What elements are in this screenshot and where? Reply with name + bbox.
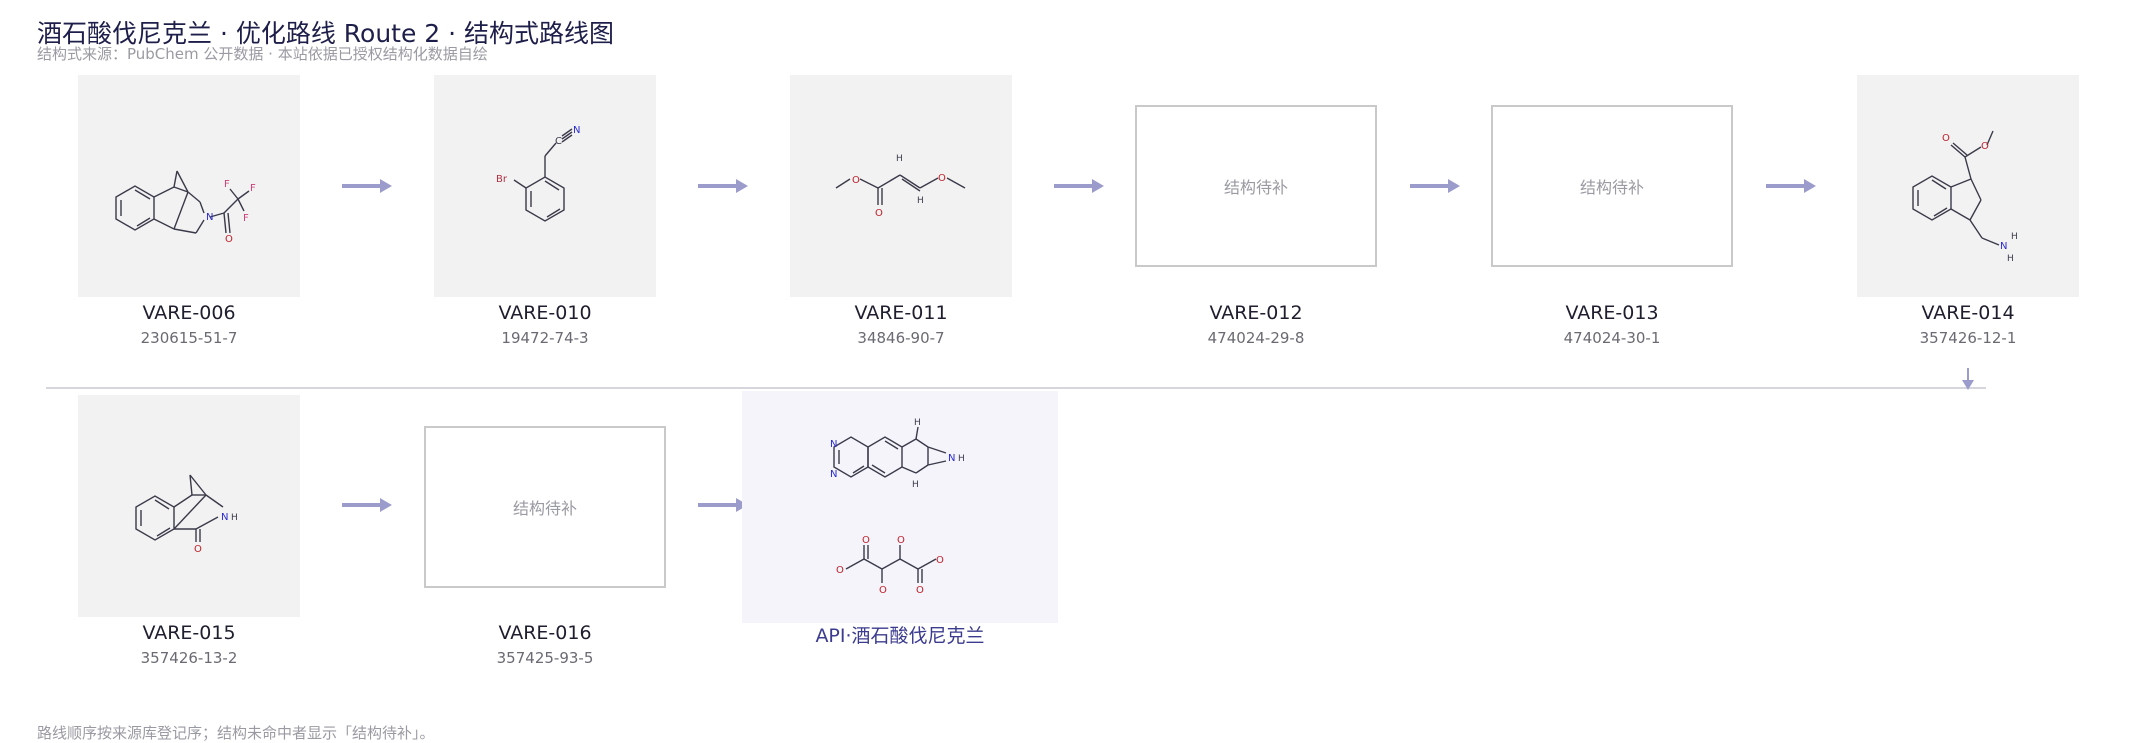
hydrogen-atom-label: H [917, 196, 924, 206]
oxygen-atom-label: O [916, 585, 924, 596]
oxygen-atom-label: O [879, 585, 887, 596]
compound-code: VARE-010 [395, 302, 695, 324]
compound-code: VARE-006 [39, 302, 339, 324]
down-arrow-icon [1960, 368, 1976, 392]
oxygen-atom-label: O [852, 175, 860, 186]
hydrogen-atom-label: H [231, 513, 238, 523]
compound-code: VARE-012 [1106, 302, 1406, 324]
structure-tile: O O H H O [790, 75, 1012, 297]
pending-label: 结构待补 [426, 428, 664, 586]
oxygen-atom-label: O [875, 208, 883, 219]
fluorine-atom-label: F [224, 179, 230, 190]
oxygen-atom-label: O [938, 173, 946, 184]
structure-pending-placeholder[interactable]: 结构待补 [1491, 105, 1733, 267]
bromophenylacetonitrile-structure-icon: Br C N [434, 75, 656, 297]
benzazepine-trifluoroacetyl-structure-icon: N O F F F [78, 75, 300, 297]
structure-tile: N O F F F [78, 75, 300, 297]
compound-card-vare-011[interactable]: O O H H O [790, 75, 1012, 297]
nitrogen-atom-label: N [206, 212, 213, 223]
nitrogen-atom-label: N [2000, 241, 2007, 252]
hydrogen-atom-label: H [2011, 232, 2018, 242]
fluorine-atom-label: F [243, 213, 249, 224]
hydrogen-atom-label: H [2007, 254, 2014, 264]
footnote: 路线顺序按来源库登记序；结构未命中者显示「结构待补」。 [37, 722, 435, 743]
flow-arrow-icon [342, 179, 392, 193]
hydrogen-atom-label: H [896, 154, 903, 164]
structure-pending-placeholder[interactable]: 结构待补 [1135, 105, 1377, 267]
structure-tile: O O N H H [1857, 75, 2079, 297]
compound-cas: 357426-12-1 [1818, 329, 2118, 347]
hydrogen-atom-label: H [958, 454, 965, 464]
structure-tile: Br C N [434, 75, 656, 297]
oxygen-atom-label: O [194, 544, 202, 555]
compound-card-vare-015[interactable]: N H O [78, 395, 300, 617]
compound-code: VARE-014 [1818, 302, 2118, 324]
benzazepinone-structure-icon: N H O [78, 395, 300, 617]
compound-cas: 34846-90-7 [751, 329, 1051, 347]
flow-arrow-icon [342, 498, 392, 512]
varenicline-tartrate-structure-icon: N N H H N H O O O O O O [790, 391, 1012, 623]
nitrogen-atom-label: N [221, 512, 228, 523]
oxygen-atom-label: O [897, 535, 905, 546]
structure-pending-placeholder[interactable]: 结构待补 [424, 426, 666, 588]
compound-cas: 19472-74-3 [395, 329, 695, 347]
compound-cas: 474024-30-1 [1462, 329, 1762, 347]
nitrogen-atom-label: N [948, 453, 955, 464]
oxygen-atom-label: O [936, 555, 944, 566]
compound-code: VARE-016 [395, 622, 695, 644]
compound-cas: 357426-13-2 [39, 649, 339, 667]
flow-arrow-icon [1766, 179, 1816, 193]
compound-code: VARE-015 [39, 622, 339, 644]
compound-code: VARE-011 [751, 302, 1051, 324]
pending-label: 结构待补 [1137, 107, 1375, 265]
flow-arrow-icon [1410, 179, 1460, 193]
pending-label: 结构待补 [1493, 107, 1731, 265]
nitrogen-atom-label: N [830, 439, 837, 450]
nitrogen-atom-label: N [573, 125, 580, 136]
nitrogen-atom-label: N [830, 469, 837, 480]
compound-card-vare-014[interactable]: O O N H H [1857, 75, 2079, 297]
fluorine-atom-label: F [250, 183, 256, 194]
page-subtitle: 结构式来源：PubChem 公开数据 · 本站依据已授权结构化数据自绘 [37, 43, 488, 64]
compound-cas: 474024-29-8 [1106, 329, 1406, 347]
flow-arrow-icon [698, 498, 748, 512]
svg-text:C: C [555, 136, 562, 147]
hydrogen-atom-label: H [914, 418, 921, 428]
api-product-label[interactable]: API·酒石酸伐尼克兰 [742, 621, 1058, 648]
compound-cas: 357425-93-5 [395, 649, 695, 667]
oxygen-atom-label: O [1981, 141, 1989, 152]
hydrogen-atom-label: H [912, 480, 919, 490]
compound-card-vare-006[interactable]: N O F F F [78, 75, 300, 297]
api-product-card[interactable]: N N H H N H O O O O O O [742, 391, 1058, 623]
oxygen-atom-label: O [1942, 133, 1950, 144]
bromine-atom-label: Br [496, 174, 508, 185]
compound-cas: 230615-51-7 [39, 329, 339, 347]
methyl-methoxyacrylate-structure-icon: O O H H O [790, 75, 1012, 297]
indane-aminomethyl-ester-structure-icon: O O N H H [1857, 75, 2079, 297]
compound-card-vare-010[interactable]: Br C N [434, 75, 656, 297]
flow-arrow-icon [1054, 179, 1104, 193]
oxygen-atom-label: O [836, 565, 844, 576]
row-connector-line [46, 387, 1986, 389]
oxygen-atom-label: O [862, 535, 870, 546]
flow-arrow-icon [698, 179, 748, 193]
oxygen-atom-label: O [225, 234, 233, 245]
compound-code: VARE-013 [1462, 302, 1762, 324]
structure-tile: N H O [78, 395, 300, 617]
